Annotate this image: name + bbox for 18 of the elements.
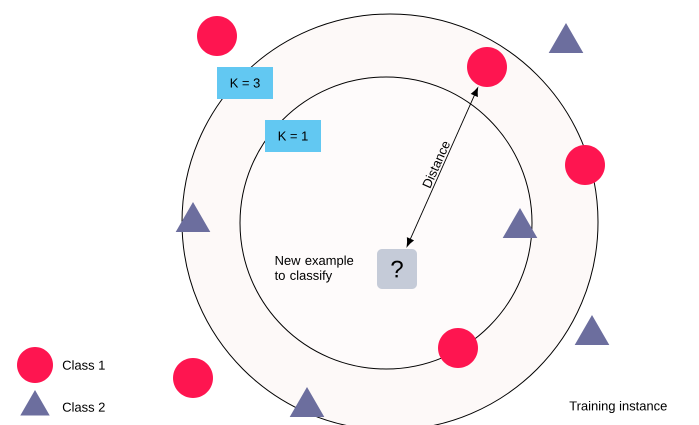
data-point-circle [565,145,605,185]
data-point-triangle [176,202,210,232]
legend-text: Class 1 [62,360,105,370]
legend-text: Class 2 [62,402,105,412]
label: Training instance [570,400,667,414]
data-point-triangle [574,315,610,345]
data-point-circle [197,16,237,56]
data-point-circle [467,47,507,87]
data-point-triangle [502,208,538,238]
k-label-box: K = 3 [217,67,273,99]
k-label-box: K = 1 [265,120,321,152]
data-point-triangle [548,23,584,53]
data-point-triangle [290,387,324,417]
data-point-circle [173,358,213,398]
data-point-circle [438,328,478,368]
distance-arrow [406,88,478,247]
node-caption: New example to classify [274,256,354,283]
question-box: ? [377,249,417,289]
